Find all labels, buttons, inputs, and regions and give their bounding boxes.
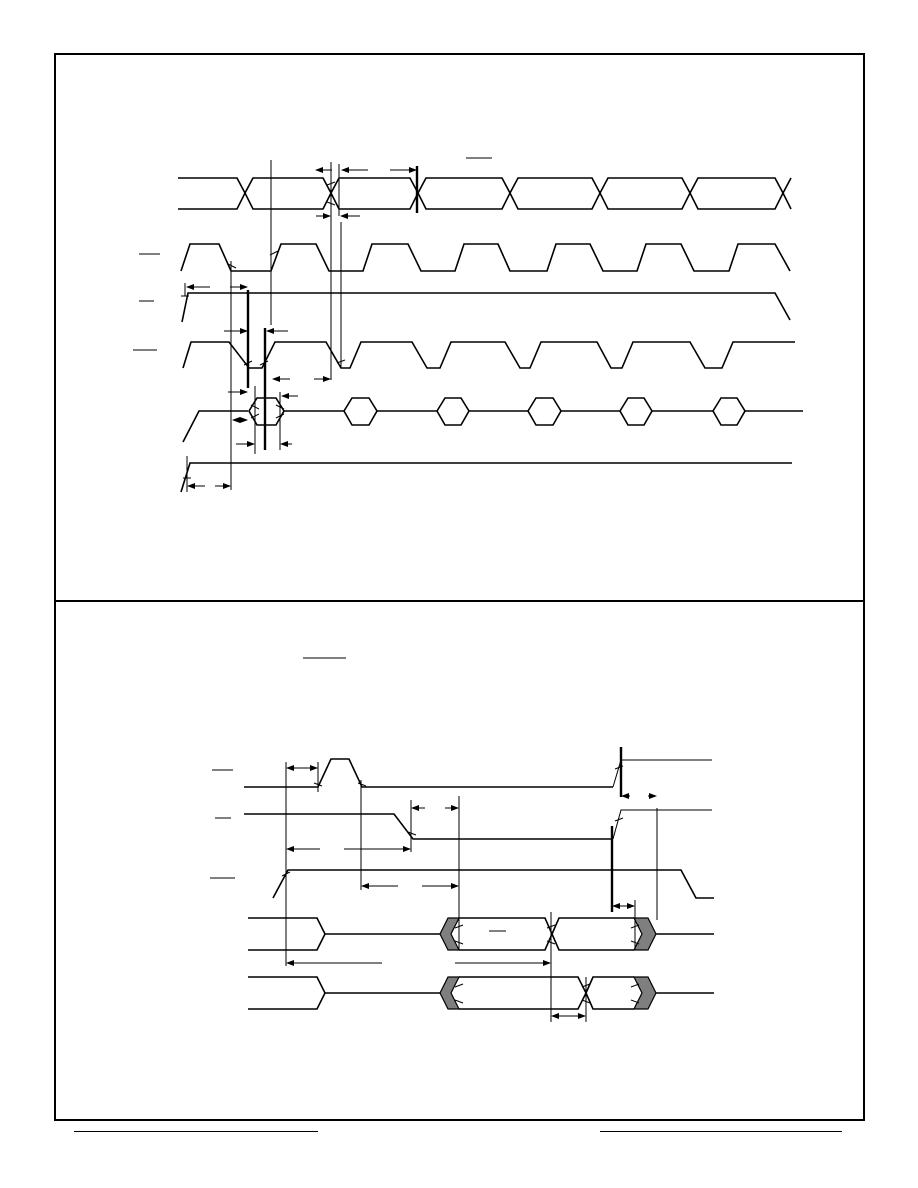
timing-arrows xyxy=(286,765,657,1019)
strobe-1-tail xyxy=(612,759,712,788)
top-timing-diagram xyxy=(133,157,803,493)
address-bus-waveform xyxy=(178,177,792,210)
footer-rule-left xyxy=(74,1131,318,1132)
tick-marks xyxy=(281,765,640,1004)
cas-waveform xyxy=(182,341,795,369)
ras-waveform xyxy=(180,243,791,272)
data-bus-waveform xyxy=(182,397,803,443)
data-bus-a-waveform xyxy=(248,917,714,951)
tick-marks xyxy=(181,181,346,479)
strobe-2-waveform xyxy=(244,813,613,840)
figure-frame-bottom xyxy=(54,600,865,1121)
strobe-2-tail xyxy=(612,809,712,840)
strobe-3-waveform xyxy=(272,869,714,899)
strobe-1-waveform xyxy=(244,758,613,788)
timing-arrows xyxy=(186,167,417,489)
bottom-timing-diagram xyxy=(210,657,714,1022)
footer-rule-right xyxy=(600,1131,842,1132)
data-bus-b-waveform xyxy=(248,976,714,1010)
we-waveform xyxy=(180,462,792,493)
oe-waveform xyxy=(181,292,791,323)
